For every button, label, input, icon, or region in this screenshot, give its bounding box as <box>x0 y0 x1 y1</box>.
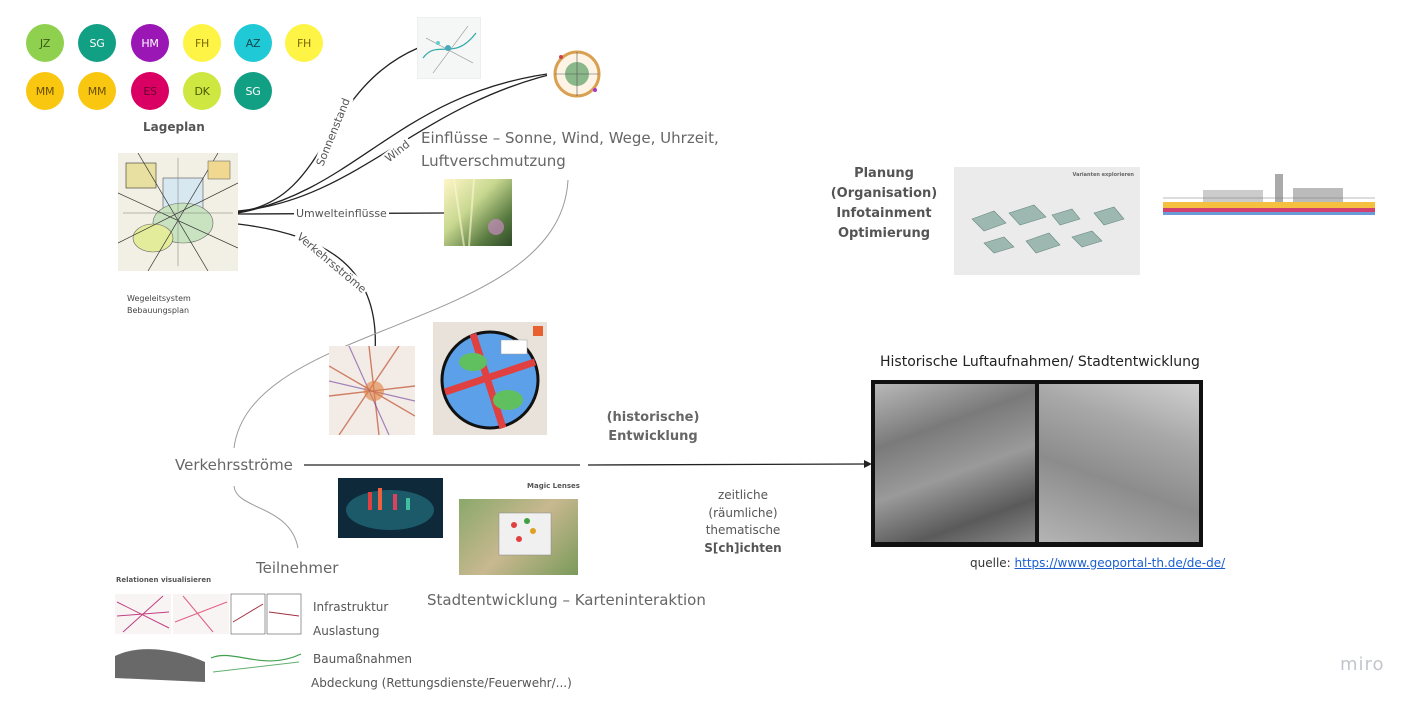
edge-label-umwelteinfluesse: Umwelteinflüsse <box>294 207 389 220</box>
3d-density-image[interactable] <box>338 478 443 538</box>
varianten-caption: Varianten explorieren <box>1072 172 1135 178</box>
building-models-icon <box>971 204 1125 254</box>
source-line: quelle: https://www.geoportal-th.de/de-d… <box>970 556 1226 570</box>
environment-photo[interactable] <box>444 179 512 246</box>
planung-label: Planung (Organisation) Infotainment Opti… <box>830 166 938 241</box>
map-pins-icon <box>498 512 552 556</box>
avatar[interactable]: FH <box>183 24 221 62</box>
aerial-photos[interactable] <box>871 380 1203 547</box>
source-link[interactable]: https://www.geoportal-th.de/de-de/ <box>1014 556 1226 570</box>
avatar[interactable]: MM <box>26 72 64 110</box>
edge-verkehr-historisch-2 <box>587 463 867 466</box>
avatar[interactable]: DK <box>183 72 221 110</box>
wind-rose-icon <box>553 50 601 98</box>
historisch-title: Historische Luftaufnahmen/ Stadtentwickl… <box>880 354 1200 370</box>
traffic-heatmap-icon <box>329 346 415 435</box>
magic-lenses-image[interactable] <box>459 499 578 575</box>
lageplan-title: Lageplan <box>143 120 205 134</box>
site-plan-sketch-icon <box>118 153 238 271</box>
relationen-title: Relationen visualisieren <box>116 576 212 584</box>
miro-logo: miro <box>1340 654 1385 675</box>
pollution-map-image[interactable] <box>433 322 547 435</box>
varianten-card[interactable]: Varianten explorieren <box>954 167 1140 275</box>
3d-bars-map-icon <box>346 488 434 530</box>
schichten-label: zeitliche (räumliche) thematische S[ch]i… <box>704 488 782 555</box>
teilnehmer-node: Teilnehmer <box>256 559 339 577</box>
relationen-item-1: Infrastruktur <box>313 600 389 614</box>
magic-lens-map-icon <box>440 326 543 430</box>
relationen-images[interactable] <box>113 592 303 690</box>
edge-label-wind: Wind <box>381 136 414 167</box>
relationen-item-3: Baumaßnahmen <box>313 652 413 666</box>
avatar[interactable]: HM <box>131 24 169 62</box>
sunlight-trees-icon <box>453 179 504 246</box>
sun-path-image[interactable] <box>417 17 481 79</box>
network-maps-icon <box>115 593 302 682</box>
lageplan-image[interactable] <box>118 153 238 271</box>
verkehrsstroeme-node: Verkehrsströme <box>175 456 293 474</box>
wind-rose-image[interactable] <box>547 45 607 103</box>
entwicklung-label: (historische) Entwicklung <box>606 410 700 444</box>
map-sketch-icon <box>422 25 477 74</box>
avatar[interactable]: SG <box>234 72 272 110</box>
magic-lenses-caption: Magic Lenses <box>527 482 580 490</box>
avatar[interactable]: AZ <box>234 24 272 62</box>
avatar[interactable]: MM <box>78 72 116 110</box>
section-drawing-image[interactable] <box>1163 168 1375 226</box>
avatar[interactable]: FH <box>285 24 323 62</box>
edge-label-sonnenstand: Sonnenstand <box>313 94 354 170</box>
lageplan-caption: Wegeleitsystem Bebauungsplan <box>127 294 191 315</box>
einfluesse-heading: Einflüsse – Sonne, Wind, Wege, Uhrzeit, … <box>421 129 719 170</box>
avatar[interactable]: SG <box>78 24 116 62</box>
city-section-icon <box>1163 174 1375 215</box>
traffic-density-image[interactable] <box>329 346 415 435</box>
stadtentwicklung-label: Stadtentwicklung – Karteninteraktion <box>427 591 706 609</box>
edge-verkehr-teilnehmer <box>233 485 299 549</box>
avatar[interactable]: JZ <box>26 24 64 62</box>
aerial-photo-new <box>1039 384 1199 542</box>
edge-label-verkehrsstroeme: Verkehrsströme <box>292 229 371 298</box>
aerial-photo-old <box>875 384 1035 542</box>
relationen-item-2: Auslastung <box>313 624 380 638</box>
relationen-item-4: Abdeckung (Rettungsdienste/Feuerwehr/...… <box>311 676 572 690</box>
avatar[interactable]: ES <box>131 72 169 110</box>
